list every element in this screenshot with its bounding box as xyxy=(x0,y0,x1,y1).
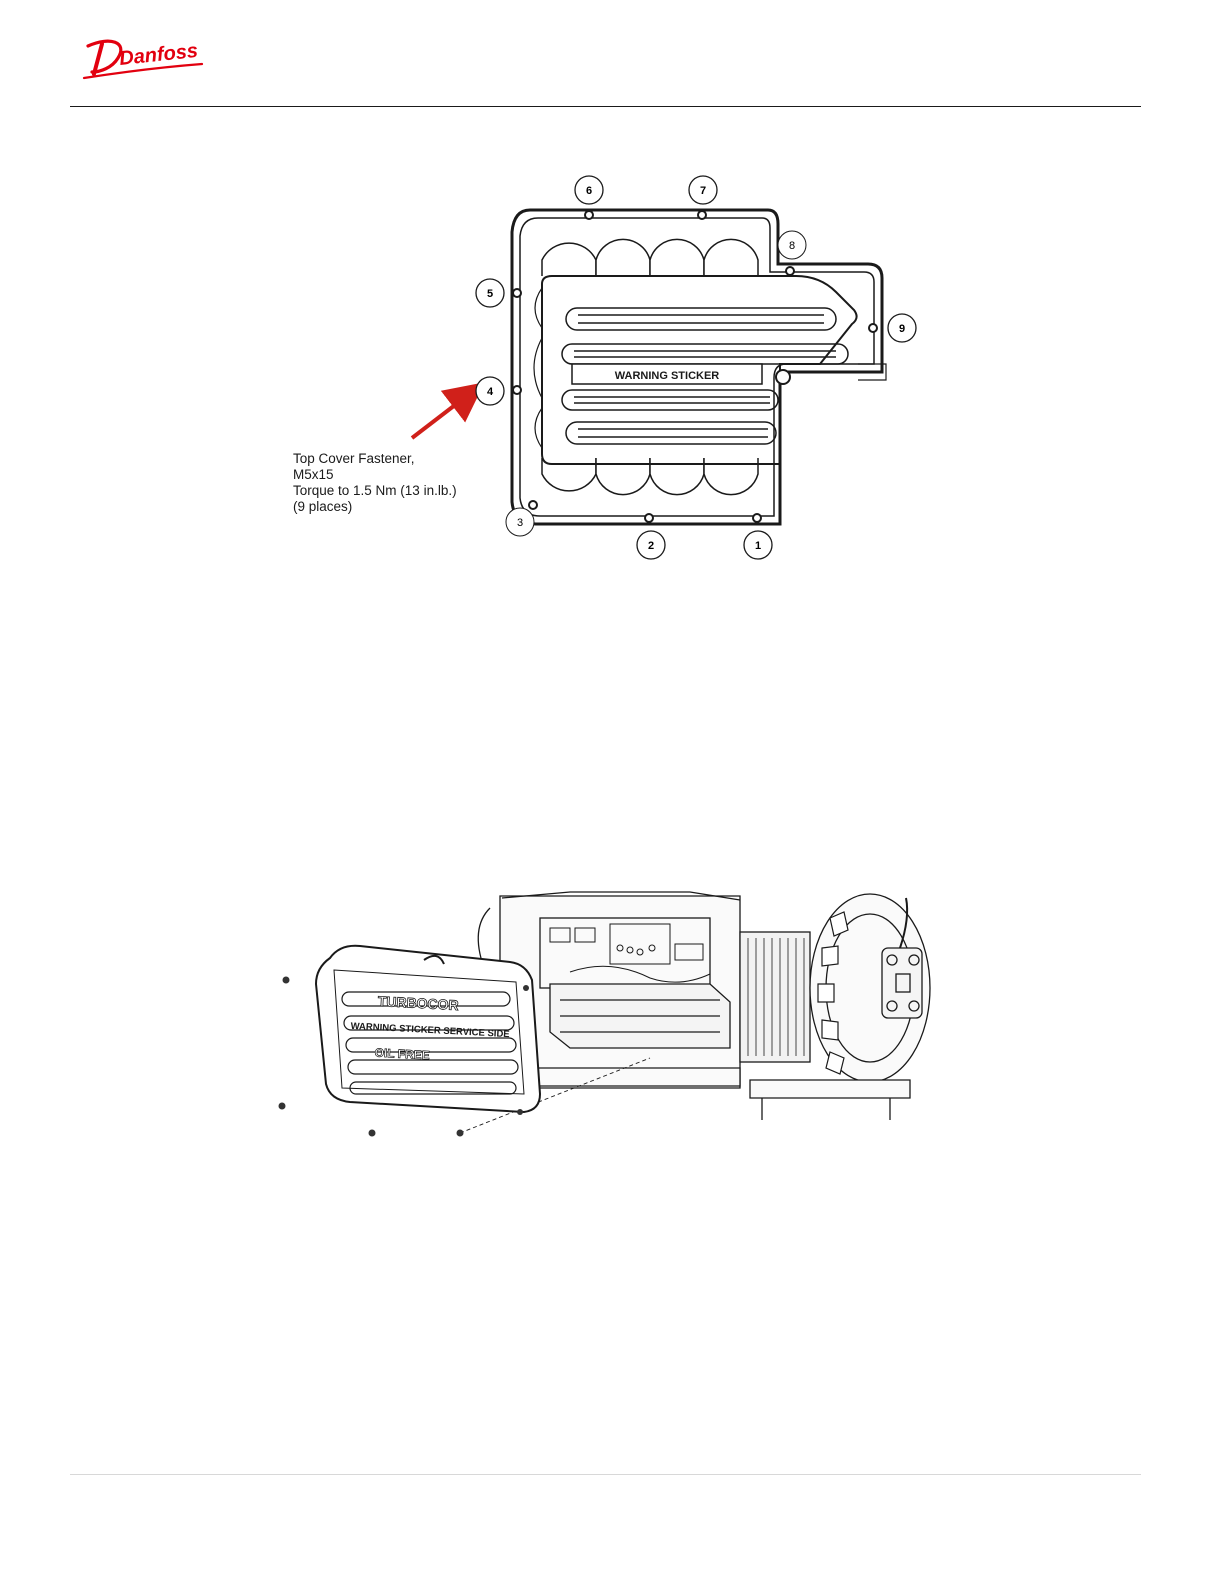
callout-number-1: 1 xyxy=(744,531,772,559)
warning-sticker-label: WARNING STICKER xyxy=(615,370,720,382)
callout-line-2: M5x15 xyxy=(293,467,457,483)
danfoss-logo: Danfoss xyxy=(80,34,206,82)
svg-text:4: 4 xyxy=(487,386,494,398)
callout-number-7: 7 xyxy=(689,176,717,204)
fastener-callout: Top Cover Fastener, M5x15 Torque to 1.5 … xyxy=(293,451,457,515)
svg-text:1: 1 xyxy=(755,540,761,552)
footer-rule xyxy=(70,1474,1141,1475)
svg-text:8: 8 xyxy=(789,240,795,252)
svg-text:2: 2 xyxy=(648,540,654,552)
compressor-cover-removal-illustration: TURBOCOR WARNING STICKER SERVICE SIDE OI… xyxy=(270,888,960,1150)
callout-number-2: 2 xyxy=(637,531,665,559)
fastener-arrow xyxy=(412,392,472,438)
callout-number-6: 6 xyxy=(575,176,603,204)
callout-line-1: Top Cover Fastener, xyxy=(293,451,457,467)
callout-number-3: 3 xyxy=(506,508,534,536)
callout-number-5: 5 xyxy=(476,279,504,307)
svg-text:9: 9 xyxy=(899,323,905,335)
callout-number-4: 4 xyxy=(476,377,504,405)
svg-text:3: 3 xyxy=(517,517,523,529)
svg-text:5: 5 xyxy=(487,288,493,300)
callout-line-4: (9 places) xyxy=(293,499,457,515)
svg-text:6: 6 xyxy=(586,185,592,197)
svg-text:7: 7 xyxy=(700,185,706,197)
callout-line-3: Torque to 1.5 Nm (13 in.lb.) xyxy=(293,483,457,499)
header-rule xyxy=(70,106,1141,107)
callout-number-8: 8 xyxy=(778,231,806,259)
cover-oil-free-text: OIL FREE xyxy=(374,1046,430,1063)
callout-number-9: 9 xyxy=(888,314,916,342)
